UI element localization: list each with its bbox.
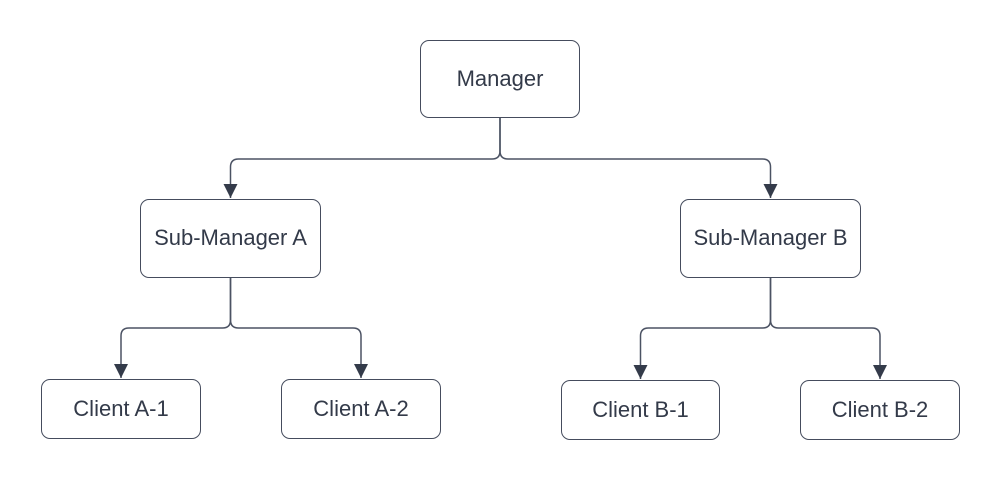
connector-sub-manager-a-to-client-a-1 bbox=[114, 278, 232, 378]
node-client-a-1[interactable]: Client A-1 bbox=[41, 379, 201, 439]
connector-manager-to-sub-manager-a bbox=[223, 118, 501, 198]
node-label: Client B-1 bbox=[592, 396, 689, 422]
node-label: Client B-2 bbox=[831, 396, 929, 422]
connector-sub-manager-b-to-client-b-1 bbox=[633, 278, 772, 379]
node-label: Sub-Manager B bbox=[693, 225, 848, 251]
node-sub-manager-a[interactable]: Sub-Manager A bbox=[140, 199, 321, 278]
node-sub-manager-b[interactable]: Sub-Manager B bbox=[680, 199, 861, 278]
node-label: Client A-1 bbox=[73, 395, 169, 421]
node-label: Client A-2 bbox=[313, 395, 409, 421]
connector-sub-manager-b-to-client-b-2 bbox=[769, 278, 887, 379]
node-client-a-2[interactable]: Client A-2 bbox=[281, 379, 441, 439]
node-label: Manager bbox=[456, 65, 544, 91]
connector-manager-to-sub-manager-b bbox=[499, 118, 778, 198]
node-manager[interactable]: Manager bbox=[420, 40, 580, 118]
connector-sub-manager-a-to-client-a-2 bbox=[229, 278, 368, 378]
node-label: Sub-Manager A bbox=[154, 225, 307, 251]
node-client-b-1[interactable]: Client B-1 bbox=[561, 380, 720, 440]
node-client-b-2[interactable]: Client B-2 bbox=[800, 380, 960, 440]
